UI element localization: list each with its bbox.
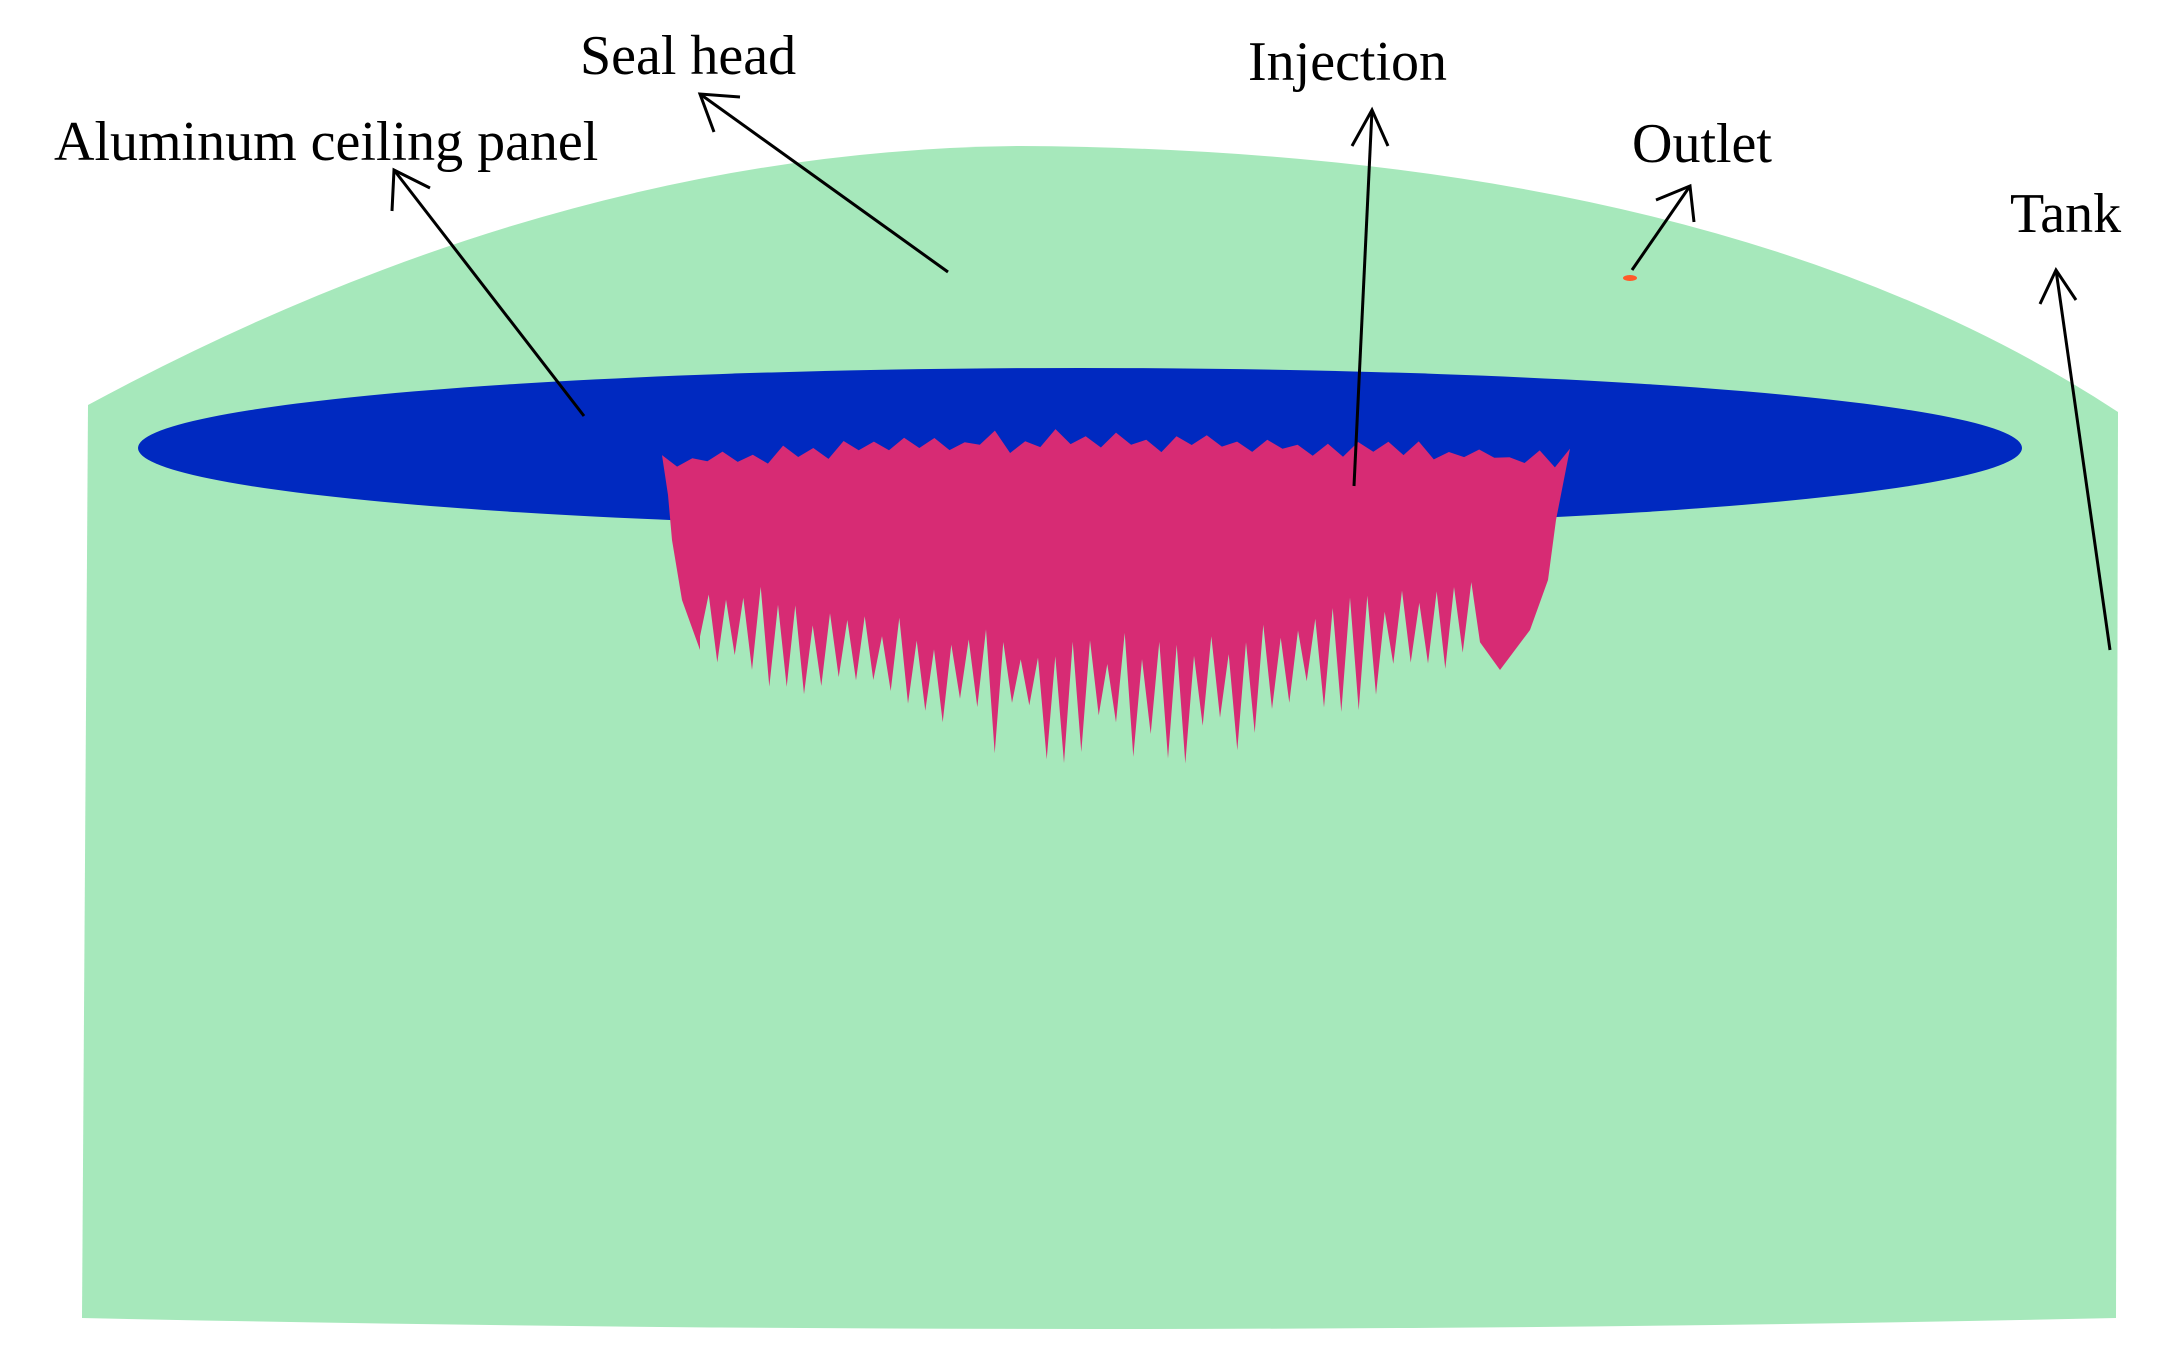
aluminum-panel-label: Aluminum ceiling panel (54, 111, 598, 173)
tank-body (82, 146, 2118, 1329)
outlet-arrow (1630, 183, 1696, 271)
seal-head-label: Seal head (580, 25, 796, 87)
injection-spray (662, 429, 1570, 764)
tank-arrow (2038, 266, 2112, 651)
seal-head-arrow (697, 92, 949, 274)
outlet-marker (1623, 275, 1637, 281)
outlet-label: Outlet (1632, 113, 1772, 175)
aluminum-panel-arrow (390, 167, 586, 417)
injection-label: Injection (1248, 31, 1447, 93)
injection-arrow (1350, 106, 1390, 487)
tank-label: Tank (2010, 183, 2121, 245)
